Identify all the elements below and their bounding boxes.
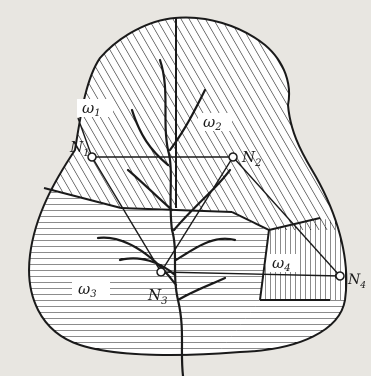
region-w3-label: ω3: [72, 278, 110, 300]
region-w4-label: ω4: [268, 254, 300, 274]
region-w2-label: ω2: [198, 113, 232, 133]
region-w1-label: ω1: [77, 99, 113, 119]
